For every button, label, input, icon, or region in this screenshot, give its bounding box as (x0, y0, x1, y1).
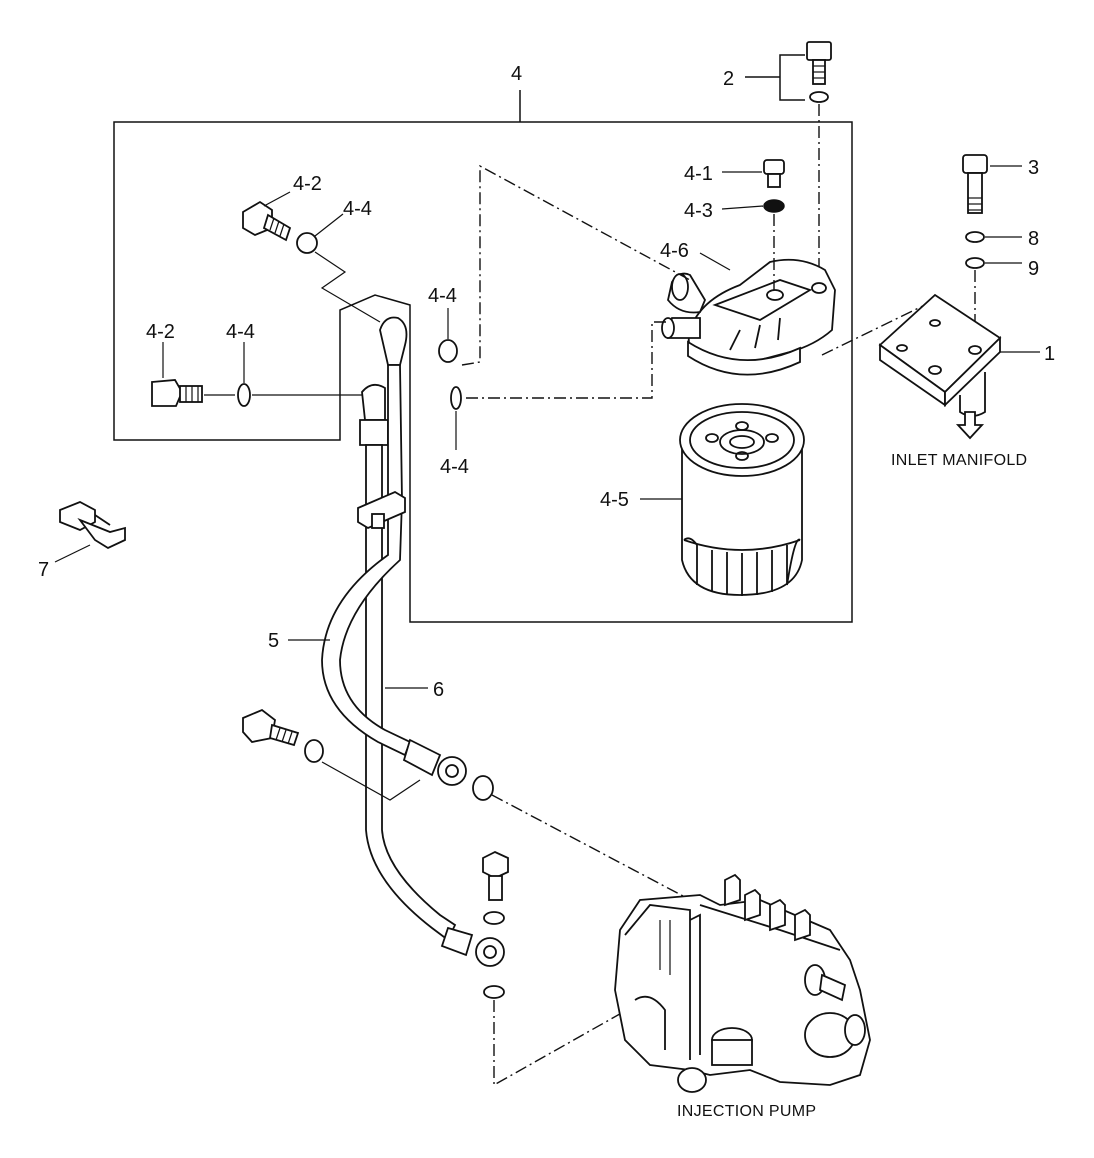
lock-washer-8 (965, 231, 985, 243)
leader-4-4-top (314, 213, 344, 237)
washer-4-4-upper (438, 339, 458, 363)
filter-cartridge-4-5 (679, 403, 805, 596)
bolt-2 (806, 41, 832, 85)
washer-4-4-lower (450, 386, 462, 410)
pump-washer-upper (483, 911, 505, 925)
leader-4-2-top (263, 191, 291, 207)
callout-4-4-top: 4-4 (343, 198, 372, 220)
callout-6: 6 (433, 679, 444, 701)
callout-4-2-left: 4-2 (146, 321, 175, 343)
callout-4-4-mid: 4-4 (428, 285, 457, 307)
callout-2: 2 (723, 68, 734, 90)
caption-inlet-manifold: INLET MANIFOLD (891, 452, 1027, 469)
callout-4-4-bottom: 4-4 (440, 456, 469, 478)
pump-washer-lower (483, 985, 505, 999)
pipe-clamp (357, 490, 406, 530)
filter-head-4-6 (661, 258, 836, 376)
callout-4-2-top: 4-2 (293, 173, 322, 195)
pump-banjo (440, 926, 505, 967)
washer-lower-left (304, 739, 324, 763)
bracket-1 (878, 293, 1002, 417)
plug-bolt-4-1 (763, 159, 785, 188)
callout-1: 1 (1044, 343, 1055, 365)
washer-2 (809, 91, 829, 103)
pump-bolt-centerline (493, 979, 681, 1087)
washer-pump-inlet (472, 775, 494, 801)
callout-4-6: 4-6 (660, 240, 689, 262)
callout-9: 9 (1028, 258, 1039, 280)
callout-4-5: 4-5 (600, 489, 629, 511)
injection-pump (614, 873, 871, 1093)
bolt-3 (962, 154, 988, 214)
pump-bolt (482, 851, 509, 901)
lower-bolt-path (321, 761, 421, 801)
callout-7: 7 (38, 559, 49, 581)
callout-8: 8 (1028, 228, 1039, 250)
callout-5: 5 (268, 630, 279, 652)
banjo-bolt-4-2-top (242, 200, 292, 242)
fuel-pipe-5 (321, 316, 467, 786)
banjo-bolt-4-2-left (151, 379, 203, 407)
leader-7 (54, 544, 91, 563)
leader-4-6 (699, 252, 731, 271)
washer-4-4-top (296, 232, 318, 254)
inlet-arrow (955, 411, 985, 440)
assembly-4-frame (113, 121, 853, 623)
caption-injection-pump: INJECTION PUMP (677, 1103, 816, 1120)
callout-3: 3 (1028, 157, 1039, 179)
leader-4-3 (721, 205, 764, 210)
callout-4-3: 4-3 (684, 200, 713, 222)
washer-9 (965, 257, 985, 269)
banjo-bolt-lower (242, 708, 300, 747)
head-upper-path (461, 164, 691, 366)
callout-4-1: 4-1 (684, 163, 713, 185)
head-lower-path (466, 321, 668, 399)
gasket-4-3 (763, 199, 785, 213)
callout-4: 4 (511, 63, 522, 85)
leader-2 (745, 54, 805, 101)
top-bolt-path (314, 251, 381, 323)
pump-inlet-path (491, 794, 701, 906)
callout-4-4-left: 4-4 (226, 321, 255, 343)
washer-4-4-left (237, 383, 251, 407)
clip-7 (59, 501, 126, 550)
